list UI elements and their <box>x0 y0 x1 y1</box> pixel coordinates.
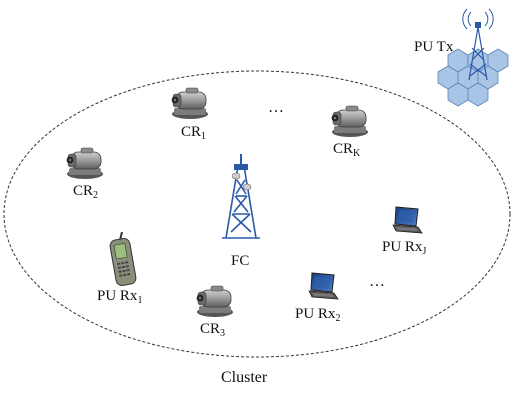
laptop-icon-rx2 <box>308 272 339 300</box>
ellipsis-rx: … <box>369 273 386 290</box>
fc-tower-icon <box>222 154 260 239</box>
pu-rx1-label: PU Rx1 <box>97 288 143 306</box>
cr2-label: CR2 <box>73 183 99 201</box>
pu-rx2-label: PU Rx2 <box>295 306 341 324</box>
crk-label: CRK <box>333 141 361 159</box>
pu-transmitter-icon <box>437 8 509 107</box>
cell-phone-icon <box>109 231 137 286</box>
camera-icon-cr1 <box>171 87 209 120</box>
cr3-label: CR3 <box>200 321 226 339</box>
cr1-label: CR1 <box>181 124 207 142</box>
pu-tx-label: PU Tx <box>414 39 454 55</box>
pu-rxj-label: PU RxJ <box>382 239 427 257</box>
camera-icon-cr3 <box>196 285 234 318</box>
camera-icon-crk <box>331 105 369 138</box>
cluster-label: Cluster <box>221 369 268 386</box>
fc-label: FC <box>231 253 250 269</box>
laptop-icon-rxj <box>392 206 423 234</box>
ellipsis-cr: … <box>268 99 285 116</box>
camera-icon-cr2 <box>66 147 104 180</box>
cluster-boundary <box>3 70 511 358</box>
